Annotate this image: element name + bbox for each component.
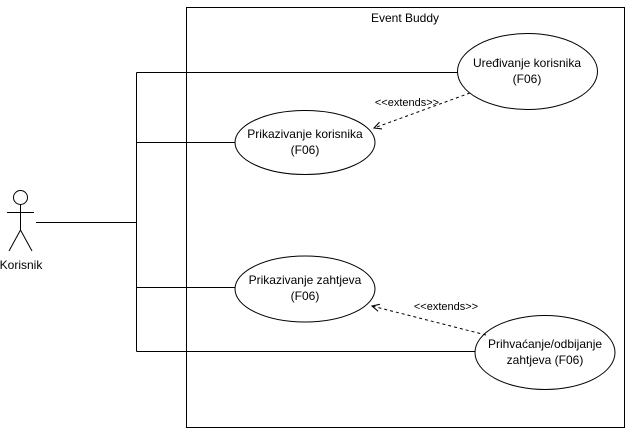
extends-label: <<extends>> [414, 301, 478, 313]
extends-label: <<extends>> [375, 97, 439, 109]
use-case-label: Prikazivanje korisnika [247, 127, 363, 141]
use-case-label: (F06) [291, 289, 320, 303]
use-case-label: Prihvaćanje/odbijanje [488, 337, 602, 351]
extends-arrow-line [374, 92, 471, 128]
associations [36, 72, 476, 352]
use-case-ellipse [234, 110, 376, 175]
system-title: Event Buddy [371, 11, 439, 25]
use-case-label: (F06) [291, 143, 320, 157]
actor-label: Korisnik [0, 258, 43, 272]
actor-korisnik [7, 190, 34, 252]
use-case-prihvacanje: Prihvaćanje/odbijanje zahtjeva (F06) [474, 315, 616, 390]
actor-leg-left [8, 229, 21, 252]
use-case-uredjivanje: Uređivanje korisnika (F06) [457, 33, 598, 110]
use-case-label: (F06) [513, 72, 542, 86]
actor-leg-right [20, 229, 33, 252]
use-case-prikaz-korisnika: Prikazivanje korisnika (F06) [234, 110, 376, 175]
use-case-label: zahtjeva (F06) [507, 353, 584, 367]
use-case-ellipse [474, 315, 616, 390]
extends-bottom: <<extends>> [372, 301, 487, 336]
actor-head [13, 190, 28, 205]
use-case-ellipse [457, 33, 598, 110]
extends-arrow-line [372, 306, 487, 336]
use-case-ellipse [234, 255, 376, 323]
use-case-label: Prikazivanje zahtjeva [249, 273, 362, 287]
use-case-label: Uređivanje korisnika [473, 56, 581, 70]
extends-top: <<extends>> [374, 92, 471, 128]
use-case-prikaz-zahtjeva: Prikazivanje zahtjeva (F06) [234, 255, 376, 323]
